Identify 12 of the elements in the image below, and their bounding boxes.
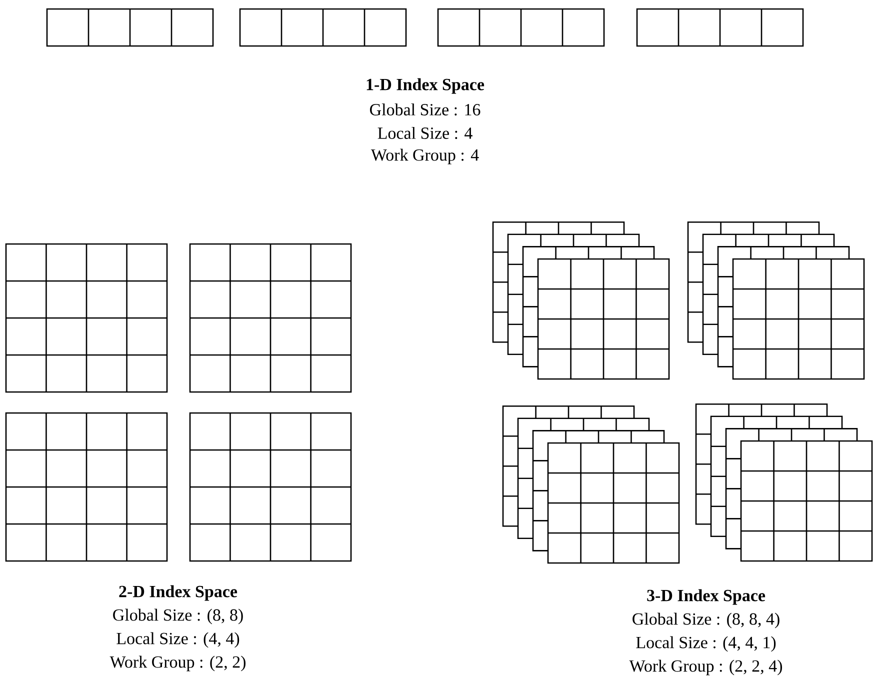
size-label: Global Size : (8, 8, 4) [632,612,780,628]
heading: 2-D Index Space [119,585,238,601]
size-label: Local Size : 4 [378,126,472,139]
size-label: Global Size : (8, 8) [113,608,243,624]
heading: 3-D Index Space [647,589,766,605]
size-label: Local Size : (4, 4) [116,632,240,648]
size-label: Work Group : (2, 2, 4) [629,660,782,676]
size-label: Work Group : (2, 2) [110,656,246,672]
heading: 1-D Index Space [366,78,484,94]
size-label: Global Size : 16 [370,103,480,116]
size-label: Work Group : 4 [370,148,479,164]
size-label: Local Size : (4, 4, 1) [636,636,776,652]
